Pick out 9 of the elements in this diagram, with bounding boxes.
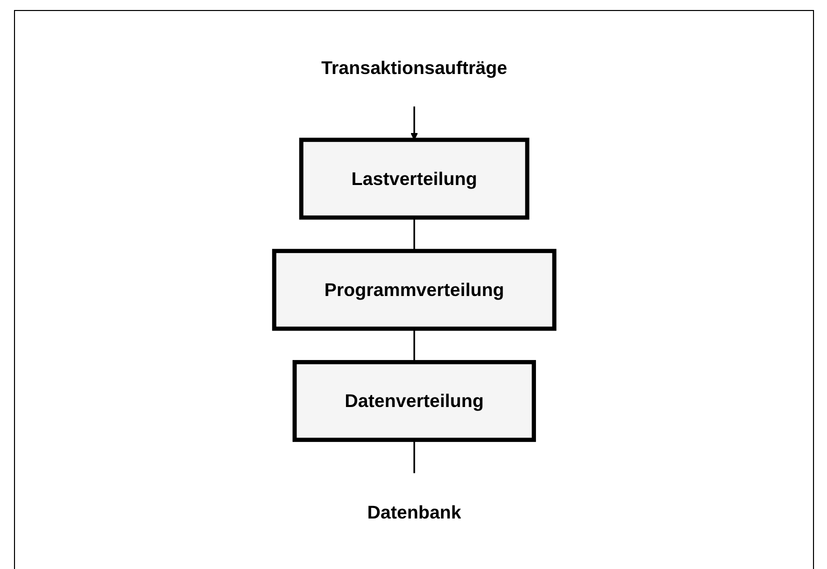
connector (413, 218, 415, 252)
connector (413, 440, 415, 474)
node-box (292, 360, 536, 442)
node-box (298, 138, 530, 220)
node-box (272, 249, 556, 331)
node-text: Datenbank (366, 502, 461, 523)
connector (413, 328, 415, 362)
node-text: Transaktionsaufträge (321, 57, 507, 78)
frame-border: Transaktionsaufträge Lastverteilung Programmverteilung Datenverteilung Datenbank (14, 10, 814, 569)
